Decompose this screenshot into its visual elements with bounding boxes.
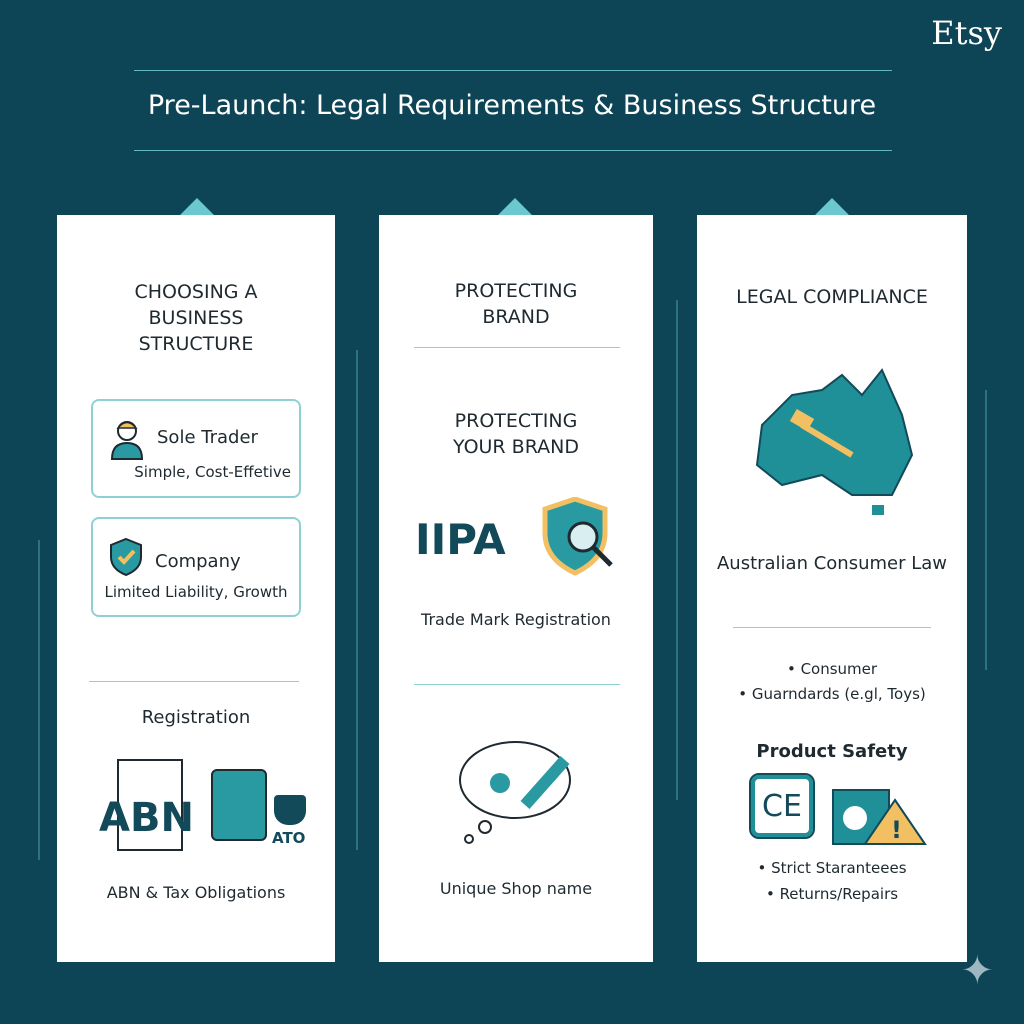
section-heading: Product Safety [756, 741, 908, 762]
option-sole-trader: Sole Trader Simple, Cost-Effetive [91, 399, 301, 498]
abn-text: ABN [99, 795, 194, 841]
etsy-logo: Etsy [931, 14, 1002, 52]
card-caption: Unique Shop name [439, 879, 593, 898]
option-desc: Simple, Cost-Effetive [134, 463, 291, 481]
ce-mark-icon: CE [749, 773, 815, 839]
bullet-text: Returns/Repairs [779, 885, 899, 903]
circuit-line [356, 350, 358, 850]
option-company: Company Limited Liability, Growth [91, 517, 301, 617]
divider [134, 70, 892, 71]
page-title: Pre-Launch: Legal Requirements & Busines… [147, 90, 877, 121]
card-heading: LEGAL COMPLIANCE [736, 286, 928, 308]
bullet-text: Guarndards (e.gl, Toys) [751, 685, 926, 703]
bullet-item: • Strict Staranteees [757, 859, 907, 877]
card-protecting-brand: PROTECTING BRAND PROTECTING YOUR BRAND I… [379, 215, 653, 962]
ato-text: ATO [272, 829, 306, 847]
bullet-list: • Strict Staranteees • Returns/Repairs [697, 855, 967, 907]
divider [733, 627, 931, 628]
person-icon [109, 419, 145, 461]
ipa-logo: IIPA [415, 515, 506, 564]
map-caption: Australian Consumer Law [716, 553, 948, 574]
card-legal-compliance: LEGAL COMPLIANCE Australian Consumer Law… [697, 215, 967, 962]
option-label: Sole Trader [157, 427, 258, 448]
circuit-line [38, 540, 40, 860]
thought-bubble-pencil-icon [455, 735, 585, 845]
card-heading: CHOOSING A BUSINESS STRUCTURE [134, 281, 258, 355]
circuit-line [985, 390, 987, 670]
section-heading: Registration [141, 707, 251, 728]
bullet-item: • Consumer [786, 660, 878, 678]
calculator-icon [211, 769, 267, 841]
option-desc: Limited Liability, Growth [104, 583, 288, 601]
card-heading: PROTECTING BRAND [454, 280, 578, 328]
document-icon [117, 759, 183, 851]
bullet-text: Consumer [800, 660, 878, 678]
bullet-text: Strict Staranteees [771, 859, 907, 877]
divider [89, 681, 299, 682]
card-business-structure: CHOOSING A BUSINESS STRUCTURE Sole Trade… [57, 215, 335, 962]
bullet-item: • Returns/Repairs [765, 885, 899, 903]
card-caption: Trade Mark Registration [421, 610, 611, 629]
section-heading: PROTECTING YOUR BRAND [453, 410, 579, 458]
shield-magnifier-icon [539, 497, 619, 577]
toy-block-warning-icon: ! [831, 780, 927, 846]
bullet-item: • Guarndards (e.gl, Toys) [738, 685, 926, 703]
svg-text:!: ! [891, 816, 902, 844]
option-label: Company [155, 551, 241, 572]
card-caption: ABN & Tax Obligations [106, 883, 286, 902]
divider [414, 347, 620, 348]
australia-map-gavel-icon [742, 355, 922, 525]
divider [134, 150, 892, 151]
ato-shield-icon [274, 795, 306, 825]
sparkle-icon: ✦ [960, 948, 994, 994]
circuit-line [676, 300, 678, 800]
shield-check-icon [109, 537, 143, 577]
divider [414, 684, 620, 685]
bullet-list: • Consumer • Guarndards (e.gl, Toys) [697, 657, 967, 707]
